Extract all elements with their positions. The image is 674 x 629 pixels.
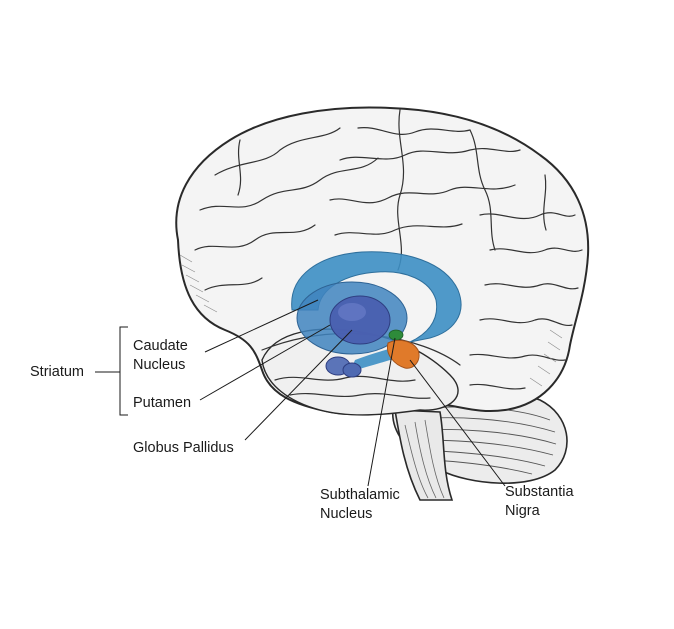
label-substantia-line1: Substantia xyxy=(505,484,574,500)
label-caudate-line2: Nucleus xyxy=(133,357,186,373)
subthalamic-leader xyxy=(367,337,396,487)
label-subthalamic-line1: Subthalamic xyxy=(320,487,400,503)
substantia-nigra-leader xyxy=(409,359,506,487)
label-putamen: Putamen xyxy=(133,395,192,411)
caudate-leader xyxy=(204,299,319,353)
label-substantia-line2: Nigra xyxy=(505,503,540,519)
striatum-bracket xyxy=(119,326,128,416)
label-striatum: Striatum xyxy=(30,364,84,380)
label-subthalamic-line2: Nucleus xyxy=(320,506,373,522)
subthalamic-nucleus-shape xyxy=(388,329,404,341)
leader-lines xyxy=(95,299,506,487)
amygdala-shape xyxy=(325,356,362,378)
label-globus-pallidus: Globus Pallidus xyxy=(133,440,234,456)
globus-pallidus-leader xyxy=(244,329,353,441)
globus-pallidus-shape xyxy=(329,295,391,345)
putamen-leader xyxy=(199,324,331,401)
brain-stem xyxy=(394,409,454,501)
label-caudate-line1: Caudate xyxy=(133,338,188,354)
